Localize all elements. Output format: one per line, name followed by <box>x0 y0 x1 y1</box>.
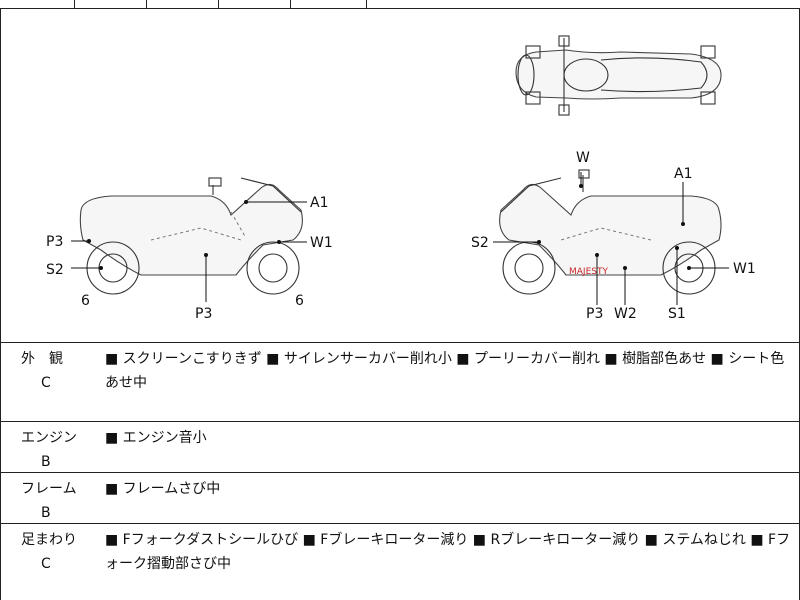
label-s1: S1 <box>668 306 686 322</box>
category-name: 足まわり <box>21 532 77 548</box>
header-cell <box>0 0 75 8</box>
label-a1: A1 <box>310 195 328 211</box>
label-s2: S2 <box>46 262 64 278</box>
label-6: 6 <box>295 293 304 309</box>
label-p3: P3 <box>586 306 603 322</box>
category-grade: C <box>41 556 51 572</box>
category-name: エンジン <box>21 430 77 446</box>
header-cell <box>74 0 147 8</box>
condition-notes: ■ スクリーンこすりきず ■ サイレンサーカバー削れ小 ■ プーリーカバー削れ … <box>105 351 785 391</box>
label-w1: W1 <box>310 235 333 251</box>
condition-notes: ■ エンジン音小 <box>105 430 207 446</box>
category-name: フレーム <box>21 481 77 497</box>
category-label: エンジン B <box>9 426 89 474</box>
scooter-right-view: MAJESTY W A1 S2 W1 P3 W2 S1 <box>471 150 756 322</box>
label-w2: W2 <box>614 306 637 322</box>
condition-notes: ■ Fフォークダストシールひび ■ Fブレーキローター減り ■ Rブレーキロータ… <box>105 532 791 572</box>
category-grade: B <box>41 454 51 470</box>
section-exterior: 外 観 C ■ スクリーンこすりきず ■ サイレンサーカバー削れ小 ■ プーリー… <box>0 343 800 422</box>
header-cell <box>290 0 367 8</box>
section-frame: フレーム B ■ フレームさび中 <box>0 473 800 524</box>
header-cell <box>218 0 291 8</box>
label-p3: P3 <box>46 234 63 250</box>
label-w: W <box>576 150 590 166</box>
label-w1: W1 <box>733 261 756 277</box>
category-label: 足まわり C <box>9 528 89 576</box>
header-cell <box>146 0 219 8</box>
label-s2: S2 <box>471 235 489 251</box>
condition-notes: ■ フレームさび中 <box>105 481 221 497</box>
category-label: フレーム B <box>9 477 89 525</box>
scooter-top-view <box>515 35 722 116</box>
category-name: 外 観 <box>21 351 63 367</box>
scooter-left-view: A1 W1 P3 S2 6 P3 6 <box>46 177 333 322</box>
header-row <box>0 0 800 9</box>
label-6: 6 <box>81 293 90 309</box>
category-grade: B <box>41 505 51 521</box>
label-p3: P3 <box>195 306 212 322</box>
damage-diagram: A1 W1 P3 S2 6 P3 6 MAJESTY <box>0 8 800 343</box>
category-grade: C <box>41 375 51 391</box>
section-suspension: 足まわり C ■ Fフォークダストシールひび ■ Fブレーキローター減り ■ R… <box>0 524 800 600</box>
section-engine: エンジン B ■ エンジン音小 <box>0 422 800 473</box>
logo-mark: MAJESTY <box>569 267 608 277</box>
label-a1: A1 <box>674 166 692 182</box>
scooter-diagram-svg: A1 W1 P3 S2 6 P3 6 MAJESTY <box>46 35 756 322</box>
category-label: 外 観 C <box>9 347 89 395</box>
